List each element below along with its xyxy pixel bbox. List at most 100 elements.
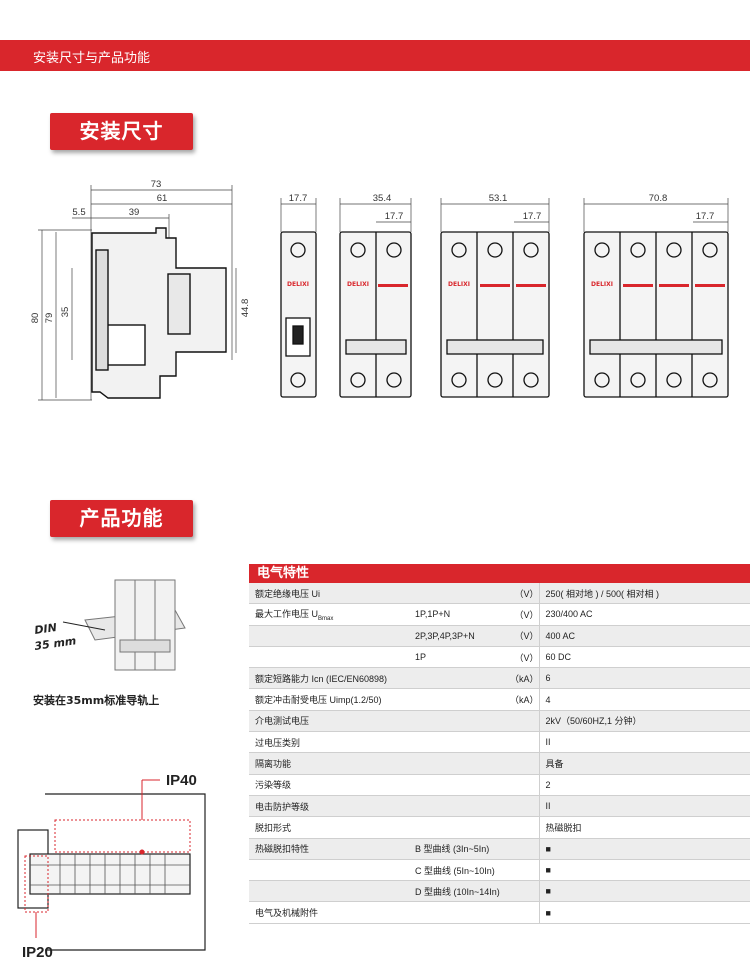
brand-4p: DELIXI [591,281,613,288]
dim-side-left-small: 5.5 [72,207,85,218]
table-row: 介电测试电压 2kV（50/60HZ,1 分钟） [249,710,750,733]
ip-enclosure-illustration [17,779,206,951]
dim-side-top: 73 [151,179,162,190]
table-cell: II [538,795,750,818]
spec-title: 电气特性 [249,564,750,583]
table-row: C 型曲线 (5In~10In) ■ [249,859,750,882]
cell-text: II [545,801,551,812]
table-cell: ■ [538,838,750,860]
table-cell [409,688,504,711]
table-cell: 过电压类别 [249,731,409,754]
table-cell: （kA） [504,688,540,711]
table-cell: ■ [538,859,750,882]
cell-text: 6 [545,673,551,684]
section-install-dimensions: 安装尺寸 [50,113,193,150]
table-row: 污染等级 2 [249,774,750,796]
electrical-specs: 电气特性 额定绝缘电压 Ui （V） 250( 相对地 ) / 500( 相对相 )… [249,564,750,924]
cell-text: C 型曲线 (5In~10In) [415,865,495,876]
table-cell [504,752,540,775]
dim-side-second: 61 [157,193,168,204]
cell-text: 1P,1P+N [415,609,451,620]
cell-text: 污染等级 [255,780,292,791]
table-row: 额定绝缘电压 Ui （V） 250( 相对地 ) / 500( 相对相 ) [249,583,750,605]
table-cell [409,667,504,690]
table-row: 隔离功能具备 [249,752,750,775]
table-cell [409,901,504,924]
cell-text: ■ [545,886,551,897]
table-cell: 1P,1P+N [409,603,504,626]
table-cell: B 型曲线 (3In~5In) [409,838,504,860]
table-cell [504,859,540,882]
dim-side-h1: 80 [30,313,41,324]
cell-text: 热磁脱扣特性 [255,844,310,855]
dim-side-h2: 79 [44,313,55,324]
cell-text: 2kV（50/60HZ,1 分钟） [545,716,642,727]
din-label-1: DIN [34,621,58,637]
cell-text: 热磁脱扣 [545,822,582,833]
table-cell: C 型曲线 (5In~10In) [409,859,504,882]
table-row: 脱扣形式 热磁脱扣 [249,816,750,839]
dim-2p-pole: 17.7 [385,211,404,222]
dim-3p-width: 53.1 [489,193,508,204]
cell-text: （kA） [510,695,539,706]
din-rail-illustration: DIN 35 mm [34,579,186,671]
table-cell: 2kV（50/60HZ,1 分钟） [538,710,750,733]
table-cell: 6 [538,667,750,690]
table-cell [504,731,540,754]
table-cell: （V） [504,646,540,669]
din-label-2: 35 mm [34,634,77,653]
table-cell: 400 AC [538,625,750,647]
table-cell: （kA） [504,667,540,690]
cell-text: 额定冲击耐受电压 Uimp(1.2/50) [255,695,382,706]
table-cell [249,646,409,669]
dim-4p-pole: 17.7 [696,211,715,222]
cell-text: 过电压类别 [255,737,301,748]
table-cell [409,583,504,605]
table-cell: 介电测试电压 [249,710,409,733]
table-cell [409,795,504,818]
table-row: 过电压类别 II [249,731,750,754]
cell-text: 额定绝缘电压 Ui [255,588,320,599]
table-cell [504,880,540,903]
table-cell [504,795,540,818]
table-cell [409,752,504,775]
table-cell: 污染等级 [249,774,409,796]
brand-3p: DELIXI [448,281,470,288]
header-title: 安装尺寸与产品功能 [33,51,151,66]
brand-2p: DELIXI [347,281,369,288]
table-cell: D 型曲线 (10In~14In) [409,880,504,903]
header-bar: 安装尺寸与产品功能 [0,40,750,71]
spec-table: 额定绝缘电压 Ui（V）250( 相对地 ) / 500( 相对相 )最大工作电… [249,583,750,924]
table-cell [249,880,409,903]
cell-text: 2 [545,779,551,790]
table-cell: （V） [504,583,540,605]
table-cell [504,901,540,924]
table-cell: 热磁脱扣 [538,816,750,839]
table-row: 额定冲击耐受电压 Uimp(1.2/50) （kA）4 [249,688,750,711]
cell-text: 脱扣形式 [255,822,292,833]
table-cell: 4 [538,688,750,711]
table-row: 1P（V）60 DC [249,646,750,669]
table-cell: II [538,731,750,754]
cell-text: ■ [545,907,551,918]
bmax-subscript: Bmax [318,615,334,622]
cell-text: 额定短路能力 Icn (IEC/EN60898) [255,673,388,684]
table-cell: 额定短路能力 Icn (IEC/EN60898) [249,667,409,690]
table-cell: 250( 相对地 ) / 500( 相对相 ) [538,583,750,605]
dim-4p-width: 70.8 [649,193,668,204]
table-cell: 热磁脱扣特性 [249,838,409,860]
dim-side-right: 44.8 [240,299,251,318]
dim-3p-pole: 17.7 [523,211,542,222]
cell-text: 隔离功能 [255,759,292,770]
table-row: 额定短路能力 Icn (IEC/EN60898) （kA） 6 [249,667,750,690]
table-cell: 230/400 AC [538,603,750,626]
cell-text: 250( 相对地 ) / 500( 相对相 ) [545,588,660,599]
table-row: 热磁脱扣特性 B 型曲线 (3In~5In) ■ [249,838,750,860]
cell-text: II [545,737,551,748]
cell-text: 介电测试电压 [255,716,310,727]
table-cell: 2P,3P,4P,3P+N [409,625,504,647]
table-cell [409,710,504,733]
table-cell: ■ [538,880,750,903]
dim-2p-width: 35.4 [373,193,392,204]
